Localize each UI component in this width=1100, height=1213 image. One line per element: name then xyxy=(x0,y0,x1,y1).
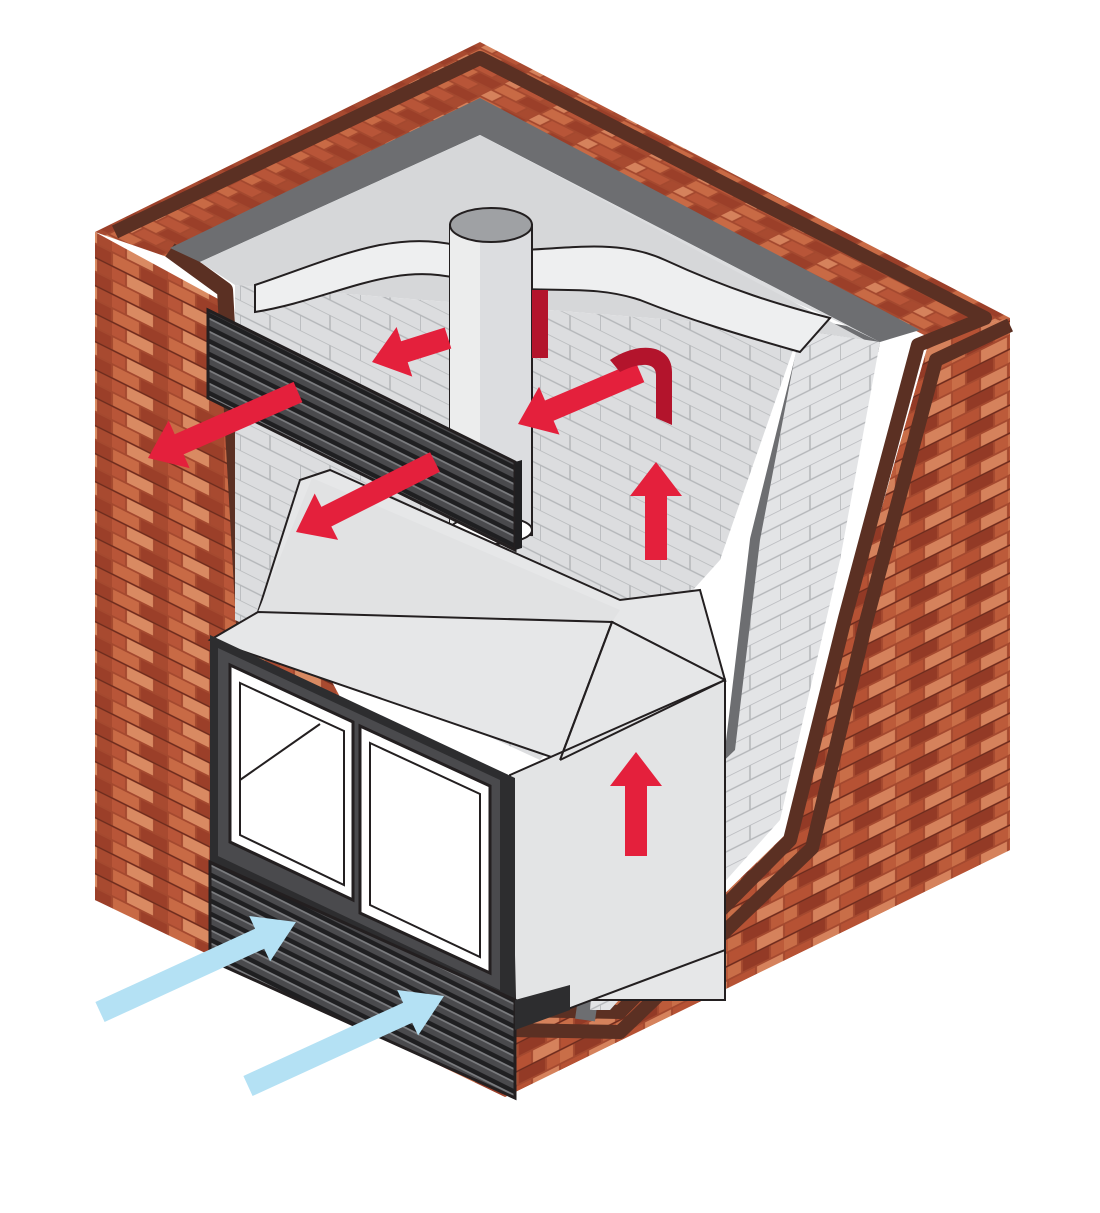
blue-arrow-icon xyxy=(243,990,444,1096)
red-arrow-icon xyxy=(518,361,645,435)
blue-arrow-icon xyxy=(95,916,297,1022)
red-arrow-icon xyxy=(610,347,672,425)
red-arrow-icon xyxy=(630,462,682,560)
brick-cut-edge xyxy=(111,51,1013,1039)
red-arrow-icon xyxy=(148,381,303,469)
red-arrow-icon xyxy=(610,752,662,856)
red-arrow-icon xyxy=(296,452,440,540)
red-arrow-icon xyxy=(532,290,548,358)
cool-air-arrows xyxy=(95,916,444,1096)
brick-wall-right-lower xyxy=(505,318,1010,1097)
liner-top xyxy=(170,98,920,342)
hot-air-arrows xyxy=(148,290,682,856)
red-arrow-icon xyxy=(372,327,452,377)
insert-door xyxy=(210,635,515,1000)
fireplace-insert xyxy=(207,468,727,1012)
